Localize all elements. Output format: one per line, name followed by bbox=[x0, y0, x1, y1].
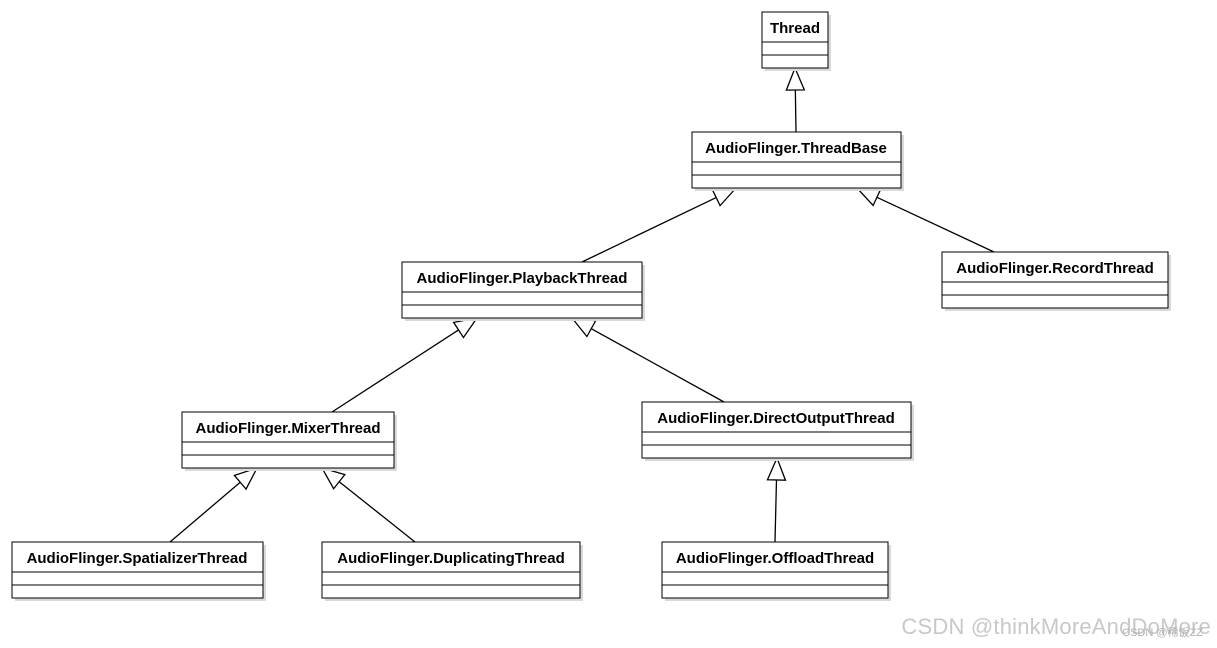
class-name: AudioFlinger.PlaybackThread bbox=[417, 270, 628, 287]
class-record-thread[interactable]: AudioFlinger.RecordThread bbox=[941, 251, 1171, 311]
watermark-text: CSDN @thinkMoreAndDoMore bbox=[901, 614, 1211, 639]
inheritance-line bbox=[169, 481, 241, 543]
class-thread[interactable]: Thread bbox=[761, 11, 831, 71]
inheritance-line bbox=[331, 329, 459, 413]
hollow-arrowhead bbox=[785, 66, 806, 91]
inheritance-directoutput-to-playback bbox=[570, 317, 725, 403]
inheritance-line bbox=[338, 481, 416, 543]
inheritance-line bbox=[774, 479, 778, 543]
class-name: AudioFlinger.DirectOutputThread bbox=[657, 410, 895, 427]
inheritance-playback-to-threadbase bbox=[581, 187, 738, 263]
inheritance-line bbox=[794, 89, 797, 133]
class-name: AudioFlinger.DuplicatingThread bbox=[337, 550, 565, 567]
inheritance-line bbox=[581, 196, 717, 263]
inheritance-threadbase-to-thread bbox=[785, 66, 806, 133]
class-name: Thread bbox=[770, 20, 820, 37]
inheritance-record-to-threadbase bbox=[855, 187, 995, 253]
inheritance-duplicating-to-mixer bbox=[320, 466, 416, 543]
class-name: AudioFlinger.SpatializerThread bbox=[27, 550, 248, 567]
class-duplicating-thread[interactable]: AudioFlinger.DuplicatingThread bbox=[321, 541, 583, 601]
class-direct-output-thread[interactable]: AudioFlinger.DirectOutputThread bbox=[641, 401, 914, 461]
class-threadbase[interactable]: AudioFlinger.ThreadBase bbox=[691, 131, 904, 191]
class-name: AudioFlinger.MixerThread bbox=[195, 420, 380, 437]
class-mixer-thread[interactable]: AudioFlinger.MixerThread bbox=[181, 411, 397, 471]
class-name: AudioFlinger.OffloadThread bbox=[676, 550, 874, 567]
watermark-small-text: CSDN @稀饭ZZ bbox=[1122, 627, 1203, 639]
class-playback-thread[interactable]: AudioFlinger.PlaybackThread bbox=[401, 261, 645, 321]
inheritance-spatializer-to-mixer bbox=[169, 466, 259, 543]
class-offload-thread[interactable]: AudioFlinger.OffloadThread bbox=[661, 541, 891, 601]
inheritance-line bbox=[590, 328, 725, 403]
class-name: AudioFlinger.RecordThread bbox=[956, 260, 1154, 277]
hollow-arrowhead bbox=[766, 456, 787, 481]
class-name: AudioFlinger.ThreadBase bbox=[705, 140, 887, 157]
inheritance-line bbox=[876, 196, 995, 253]
inheritance-mixer-to-playback bbox=[331, 317, 479, 413]
class-spatializer-thread[interactable]: AudioFlinger.SpatializerThread bbox=[11, 541, 266, 601]
hollow-arrowhead bbox=[233, 466, 259, 491]
hollow-arrowhead bbox=[320, 466, 346, 490]
inheritance-offload-to-directoutput bbox=[766, 456, 787, 543]
class-nodes: Thread AudioFlinger.ThreadBase AudioFlin… bbox=[11, 11, 1171, 601]
